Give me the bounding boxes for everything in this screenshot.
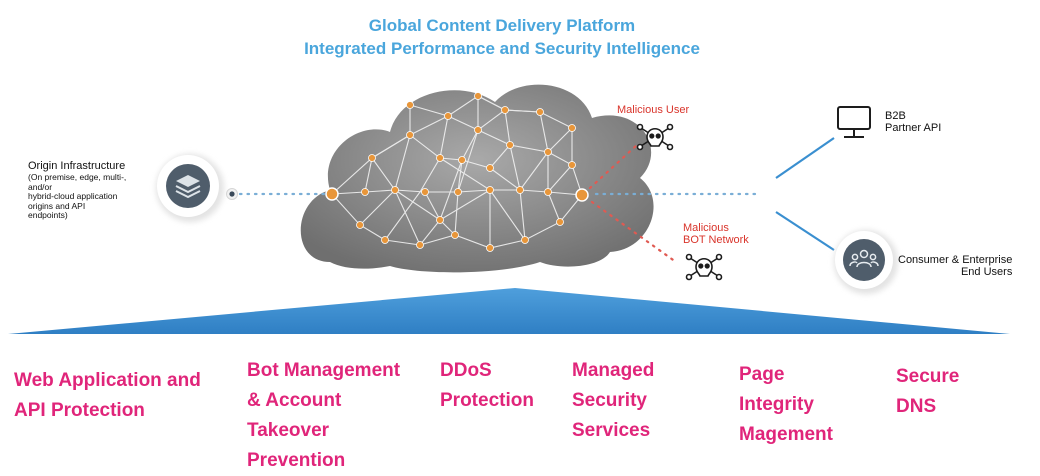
cloud-ingress-node — [325, 187, 339, 201]
service-line: Managed — [572, 360, 655, 381]
b2b-label-line: B2B — [885, 110, 906, 122]
service-line: Protection — [440, 390, 534, 411]
service-line: & Account — [247, 390, 342, 411]
consumer-link — [775, 211, 835, 251]
bot-network-link — [590, 200, 678, 264]
network-nodes — [356, 92, 576, 252]
service-line: Bot Management — [247, 360, 401, 381]
skull-crossbones-icon — [636, 123, 674, 151]
b2b-label-line: Partner API — [885, 122, 942, 134]
service-secure-dns: Secure DNS — [896, 362, 959, 422]
users-group-icon — [834, 230, 898, 294]
service-line: Security — [572, 390, 647, 411]
service-line: DDoS — [440, 360, 492, 381]
service-line: Page — [739, 364, 785, 385]
layers-stack-icon — [156, 154, 224, 222]
origin-connection — [226, 188, 328, 200]
origin-detail-line: hybrid-cloud application — [28, 191, 118, 201]
service-bot-management: Bot Management & Account Takeover Preven… — [247, 356, 400, 476]
monitor-icon — [837, 106, 871, 138]
diagram-subtitle: Integrated Performance and Security Inte… — [304, 39, 700, 58]
consumer-label-line: Consumer & Enterprise — [898, 254, 1013, 266]
consumer-label: Consumer & Enterprise End Users — [898, 254, 1012, 278]
malicious-user-link — [588, 142, 640, 190]
service-ddos: DDoS Protection — [440, 356, 534, 416]
service-line: Secure — [896, 366, 960, 387]
origin-detail-line: origins and API — [28, 200, 86, 211]
bot-network-label-line: BOT Network — [683, 234, 749, 246]
malicious-user-label: Malicious User — [617, 104, 690, 116]
service-line: Integrity — [739, 394, 814, 415]
service-line: DNS — [896, 396, 937, 417]
service-line: Web Application and — [14, 370, 201, 391]
origin-detail-line: and/or — [28, 181, 53, 192]
cloud-egress-node — [575, 188, 589, 202]
service-line: API Protection — [14, 400, 145, 421]
service-page-integrity: Page Integrity Magement — [739, 360, 833, 450]
b2b-label: B2B Partner API — [885, 110, 941, 134]
diagram-title: Global Content Delivery Platform — [368, 16, 636, 35]
origin-detail-line: endpoints) — [28, 210, 68, 220]
service-line: Magement — [739, 424, 833, 445]
bot-network-label: Malicious BOT Network — [683, 222, 749, 246]
network-cloud — [300, 84, 654, 273]
service-foundation-band — [8, 288, 1010, 334]
origin-details: (On premise, edge, multi-, and/or hybrid… — [28, 172, 158, 221]
skull-crossbones-icon — [685, 253, 723, 281]
origin-title: Origin Infrastructure — [28, 160, 126, 172]
service-waap: Web Application and API Protection — [14, 366, 201, 426]
origin-detail-line: (On premise, edge, multi-, — [28, 172, 127, 182]
service-managed-security: Managed Security Services — [572, 356, 654, 446]
service-line: Prevention — [247, 450, 346, 471]
bot-network-label-line: Malicious — [683, 222, 729, 234]
consumer-label-line: End Users — [960, 266, 1013, 278]
service-line: Takeover — [247, 420, 330, 441]
service-line: Services — [572, 420, 651, 441]
b2b-link — [775, 137, 835, 179]
